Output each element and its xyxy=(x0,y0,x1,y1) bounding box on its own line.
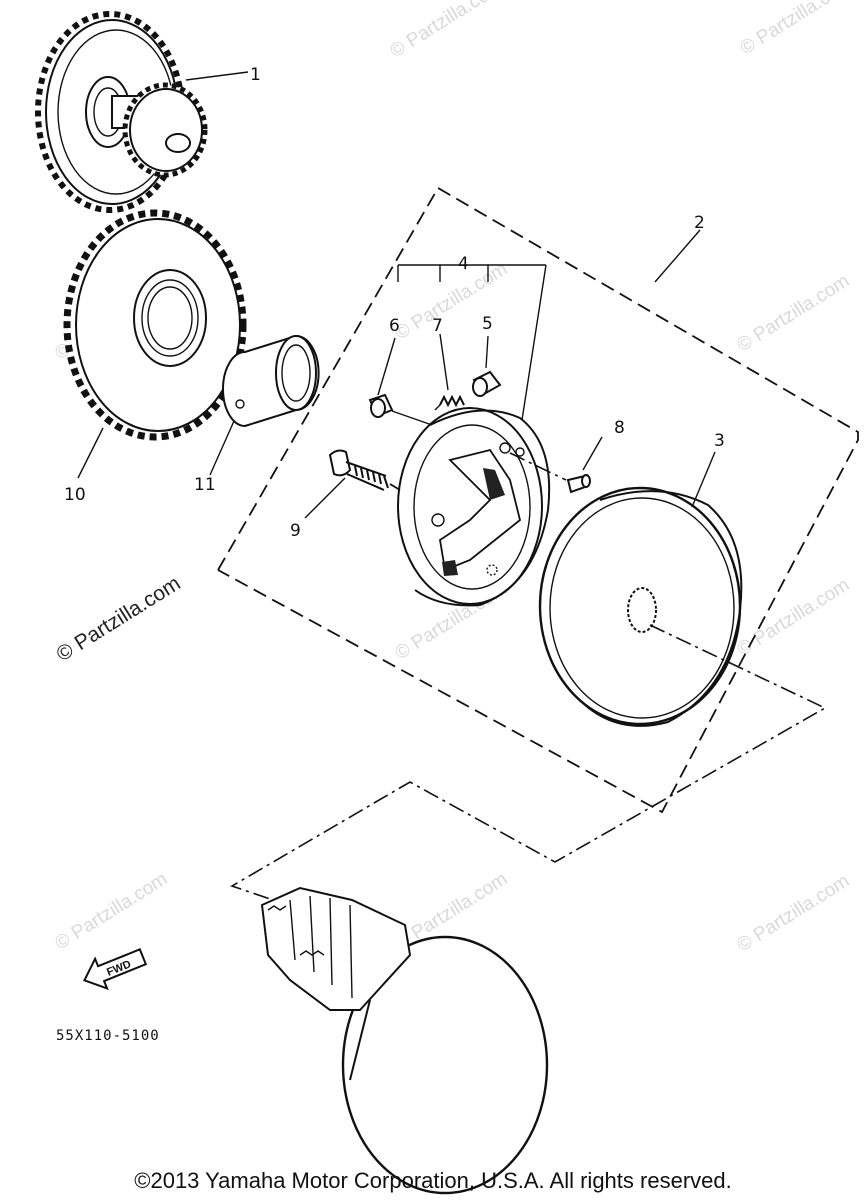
callout-9: 9 xyxy=(290,521,301,541)
bracket-4 xyxy=(377,264,547,421)
watermark: © Partzilla.com xyxy=(387,0,507,62)
part-3-clutch-plate xyxy=(538,451,743,727)
part-7-spring xyxy=(434,394,465,411)
callout-1: 1 xyxy=(250,65,261,85)
part-10-wheel-gear xyxy=(63,209,247,479)
callout-4: 4 xyxy=(458,254,469,274)
watermark: © Partzilla.com xyxy=(392,259,512,345)
watermark: © Partzilla.com xyxy=(737,0,857,59)
callout-11: 11 xyxy=(194,475,216,495)
crankshaft-assembly xyxy=(260,886,549,1195)
axis-line xyxy=(230,624,827,951)
part-6-roller xyxy=(368,393,433,426)
part-8-dowel-pin xyxy=(509,436,603,494)
fwd-arrow: FWD xyxy=(83,948,148,991)
leader-2 xyxy=(654,229,701,283)
callout-6: 6 xyxy=(389,316,400,336)
part-5-plunger xyxy=(472,370,502,397)
callout-8: 8 xyxy=(614,418,625,438)
watermark: © Partzilla.com xyxy=(734,271,854,357)
watermark: © Partzilla.com xyxy=(734,575,854,661)
part-11-bushing xyxy=(209,334,320,476)
watermark-dark: © Partzilla.com xyxy=(52,572,184,666)
watermark: © Partzilla.com xyxy=(52,869,172,955)
callout-10: 10 xyxy=(64,485,86,505)
callout-5: 5 xyxy=(482,314,493,334)
callout-3: 3 xyxy=(714,431,725,451)
diagram-part-code: 55X110-5100 xyxy=(56,1028,160,1044)
part-4-clutch-body xyxy=(397,407,551,607)
callout-2: 2 xyxy=(694,213,705,233)
callout-7: 7 xyxy=(432,316,443,336)
assembly-boundary xyxy=(217,186,859,814)
part-1-idle-gear xyxy=(35,11,249,213)
copyright-notice: ©2013 Yamaha Motor Corporation, U.S.A. A… xyxy=(134,1168,731,1193)
part-9-bolt xyxy=(304,449,401,519)
watermark: © Partzilla.com xyxy=(734,871,854,957)
